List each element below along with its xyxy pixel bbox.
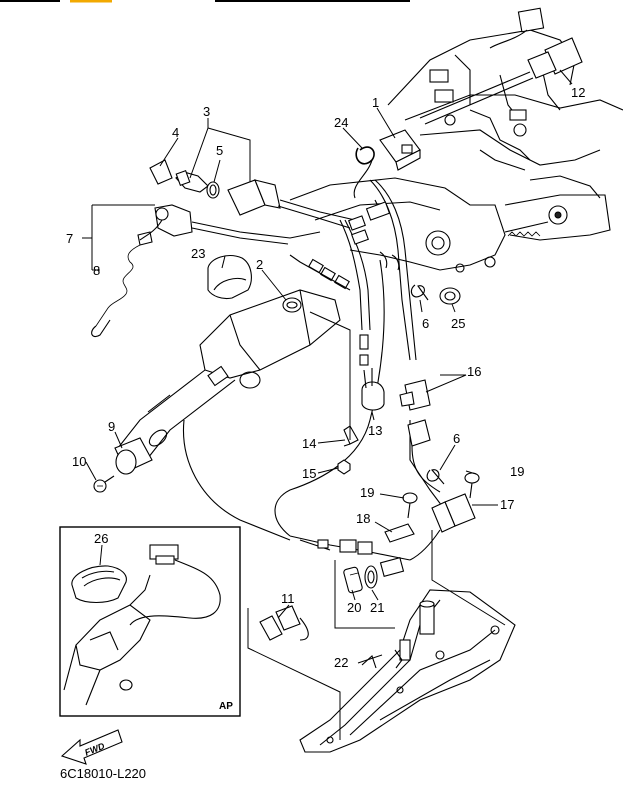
callout-11: 11 — [281, 591, 295, 606]
inset-tag: AP — [219, 701, 233, 712]
drawing-code: 6C18010-L220 — [60, 766, 146, 781]
wiring-harness — [182, 179, 446, 541]
callout-8: 8 — [93, 263, 100, 278]
callout-6a: 6 — [422, 316, 429, 331]
callout-7: 7 — [66, 231, 73, 246]
part-16-connector — [399, 379, 441, 493]
mid-connectors — [289, 535, 411, 578]
callout-labels: 1 2 3 4 5 6 6 7 8 9 10 11 12 13 14 15 16… — [66, 85, 585, 670]
inset-box — [59, 526, 241, 717]
part-14-bracket — [343, 425, 359, 447]
callout-10: 10 — [72, 454, 86, 469]
callout-23: 23 — [191, 246, 205, 261]
callout-19b: 19 — [360, 485, 374, 500]
callout-4: 4 — [172, 125, 179, 140]
parts-7-8-stop-switch — [91, 204, 321, 338]
callout-9: 9 — [108, 419, 115, 434]
callout-6b: 6 — [453, 431, 460, 446]
part-21-grommet — [364, 565, 378, 589]
part-24-clamp — [353, 146, 375, 199]
callout-15: 15 — [302, 466, 316, 481]
bracket-connectors — [289, 201, 400, 366]
fwd-arrow-icon — [60, 729, 123, 765]
engine-bracket — [387, 29, 623, 171]
part-23-cover — [207, 255, 252, 300]
callout-13: 13 — [368, 423, 382, 438]
callout-5: 5 — [216, 143, 223, 158]
part-15-nut — [337, 459, 351, 475]
callout-20: 20 — [347, 600, 361, 615]
callout-leaders — [82, 69, 573, 664]
callout-25: 25 — [451, 316, 465, 331]
callout-18: 18 — [356, 511, 370, 526]
callout-1: 1 — [372, 95, 379, 110]
part-20-grommet — [343, 566, 363, 594]
callout-14: 14 — [302, 436, 316, 451]
center-bracket — [289, 175, 611, 273]
part-13-cap — [361, 368, 385, 411]
bottom-plate — [299, 589, 516, 753]
callout-22: 22 — [334, 655, 348, 670]
part-6-clip-lower — [426, 469, 445, 485]
part-2-clamp — [282, 297, 302, 313]
callout-2: 2 — [256, 257, 263, 272]
part-12-plug — [419, 7, 583, 125]
callout-16: 16 — [467, 364, 481, 379]
callout-26: 26 — [94, 531, 108, 546]
callout-12: 12 — [571, 85, 585, 100]
callout-21: 21 — [370, 600, 384, 615]
callout-3: 3 — [203, 104, 210, 119]
part-18-holder — [384, 523, 415, 543]
part-25-grommet — [439, 287, 461, 305]
callout-17: 17 — [500, 497, 514, 512]
tiller-handle — [117, 289, 341, 459]
part-17-unit — [409, 493, 476, 561]
callout-19a: 19 — [510, 464, 524, 479]
callout-24: 24 — [334, 115, 348, 130]
part-9-grip — [114, 437, 153, 475]
part-19-screw-right — [464, 472, 480, 499]
part-6-clip-upper — [410, 284, 429, 301]
part-1-connector — [379, 129, 421, 171]
part-10-screw — [93, 475, 115, 493]
parts-3-5-key-switch — [149, 159, 356, 229]
part-19-screw-left — [402, 492, 418, 519]
boundary-lines — [247, 311, 506, 740]
